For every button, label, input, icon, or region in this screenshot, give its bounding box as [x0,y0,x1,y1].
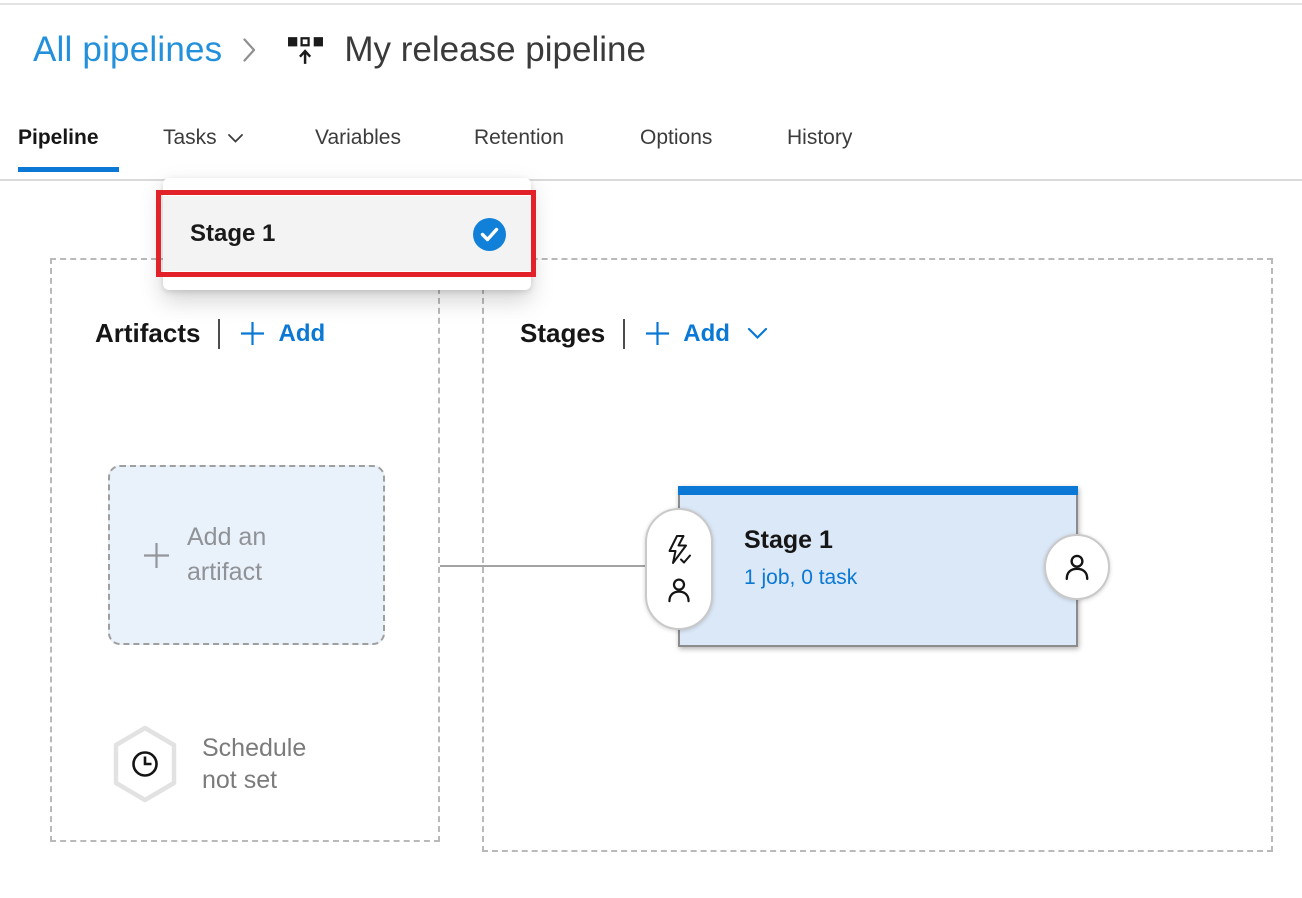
tab-pipeline-label: Pipeline [18,126,99,149]
schedule-hexagon [110,725,180,803]
clock-icon [127,746,163,782]
plus-icon [643,319,672,348]
top-divider [0,3,1302,5]
stage-jobs-tasks-link[interactable]: 1 job, 0 task [744,566,858,589]
trigger-lightning-check-icon[interactable] [665,534,693,566]
artifacts-header: Artifacts Add [95,318,325,349]
add-artifact-button[interactable]: Add [238,319,325,348]
add-stage-button[interactable]: Add [643,319,768,348]
tasks-dropdown-menu: Stage 1 [163,178,531,290]
stage-card[interactable]: Stage 1 1 job, 0 task [678,486,1078,647]
breadcrumb-chevron-icon [242,37,257,63]
add-stage-label: Add [683,319,730,347]
page-title: My release pipeline [344,30,646,69]
header-separator [623,318,626,349]
tasks-menu-item-stage1[interactable]: Stage 1 [163,196,531,271]
add-artifact-label: Add [278,319,326,347]
post-deployment-approvals-circle[interactable] [1044,534,1110,600]
tab-variables[interactable]: Variables [315,126,401,150]
plus-icon [140,539,173,572]
breadcrumb-all-pipelines-link[interactable]: All pipelines [33,30,223,69]
chevron-down-icon [227,133,244,144]
artifacts-title: Artifacts [95,318,201,348]
plus-icon [238,319,267,348]
tab-options-label: Options [640,126,713,149]
stage-card-accent-bar [678,486,1078,495]
stages-panel [482,258,1273,852]
add-artifact-placeholder-label: Add an artifact [187,523,267,586]
chevron-down-icon [747,327,768,340]
tab-tasks-label: Tasks [163,126,217,149]
schedule-trigger[interactable]: Schedule not set [110,725,332,803]
tab-history[interactable]: History [787,126,852,150]
post-deployment-approvals-person-icon [1062,552,1092,582]
tab-retention[interactable]: Retention [474,126,564,150]
stage-card-body: Stage 1 1 job, 0 task [744,526,857,590]
header-separator [218,318,221,349]
breadcrumb: All pipelines My release pipeline [33,26,646,74]
tasks-menu-item-label: Stage 1 [190,219,276,247]
tab-bar-divider [0,179,1302,181]
stage-name: Stage 1 [744,526,833,554]
tab-pipeline[interactable]: Pipeline [18,126,99,150]
active-tab-underline [18,167,119,172]
pre-deployment-conditions-pill [645,508,713,630]
tab-variables-label: Variables [315,126,401,149]
stages-title: Stages [520,318,606,348]
schedule-status-label: Schedule not set [202,733,307,795]
tab-tasks[interactable]: Tasks [163,126,244,150]
check-circle-icon [473,218,506,251]
stages-header: Stages Add [520,318,768,349]
tab-history-label: History [787,126,853,149]
artifact-stage-connector [440,565,650,567]
tab-retention-label: Retention [474,126,564,149]
tab-options[interactable]: Options [640,126,712,150]
add-artifact-placeholder[interactable]: Add an artifact [108,465,385,645]
release-pipeline-icon [287,32,324,69]
pre-deployment-approvals-person-icon[interactable] [665,576,693,604]
